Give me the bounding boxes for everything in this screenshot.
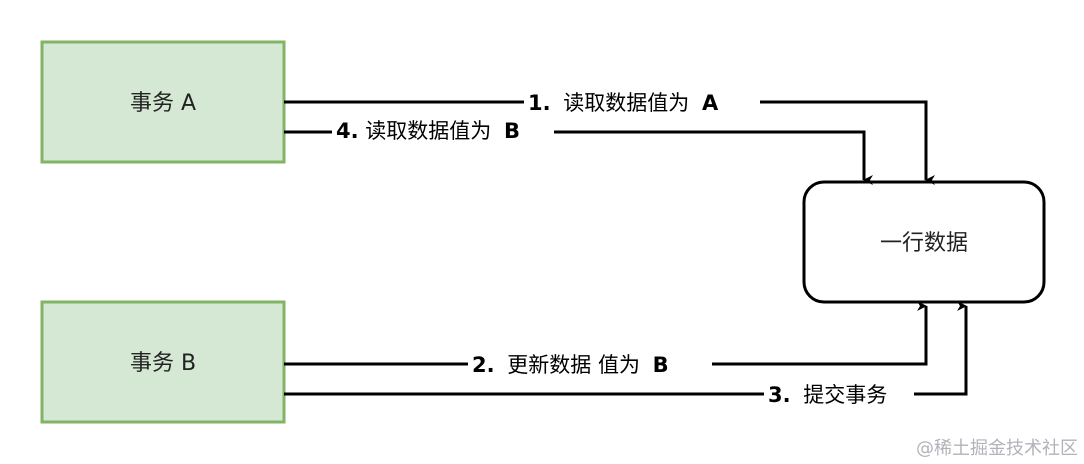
edge-1-label: 1. 读取数据值为 A xyxy=(528,91,719,115)
watermark: @稀土掘金技术社区 xyxy=(916,438,1078,459)
node-transaction-a-label: 事务 A xyxy=(130,91,196,116)
node-row-data-label: 一行数据 xyxy=(880,231,968,256)
edge-2[interactable]: 2. 更新数据 值为 B xyxy=(284,301,928,378)
node-row-data[interactable]: 一行数据 xyxy=(802,180,1046,304)
edge-1[interactable]: 1. 读取数据值为 A xyxy=(284,88,935,185)
node-transaction-b[interactable]: 事务 B xyxy=(40,300,286,424)
edge-4-label: 4. 读取数据值为 B xyxy=(336,119,520,143)
edge-3[interactable]: 3. 提交事务 xyxy=(284,301,968,408)
node-transaction-a[interactable]: 事务 A xyxy=(40,40,286,164)
edge-3-label: 3. 提交事务 xyxy=(768,383,887,407)
edge-4[interactable]: 4. 读取数据值为 B xyxy=(284,117,873,185)
edge-2-label: 2. 更新数据 值为 B xyxy=(472,353,669,377)
node-transaction-b-label: 事务 B xyxy=(130,351,196,376)
